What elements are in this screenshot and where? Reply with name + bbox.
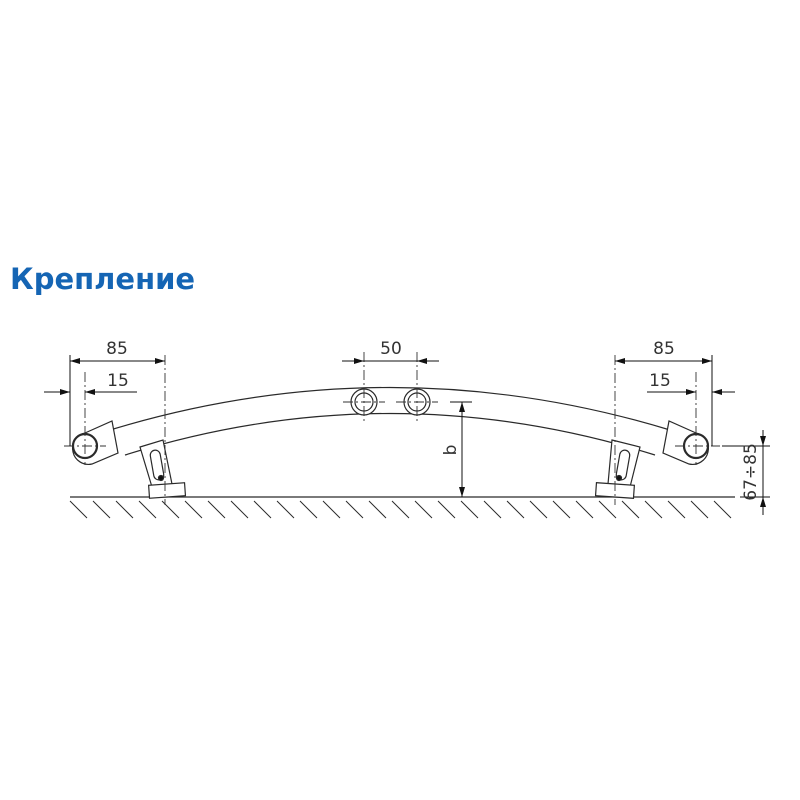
dim-right-85: 85 [653,339,675,359]
arch-tube-bottom [124,412,656,456]
dim-height-b: b [441,445,461,456]
dim-left-85: 85 [106,339,128,359]
arch-tube-top [109,386,671,431]
center-lines [64,352,720,505]
dim-center-50: 50 [380,339,402,359]
right-bracket [594,439,641,499]
wall-hatching [69,500,732,519]
left-bracket [139,439,187,499]
dim-wall-offset: 67÷85 [741,443,761,501]
dim-left-15: 15 [107,371,129,391]
dim-right-15: 15 [649,371,671,391]
page-title: Крепление [10,262,196,296]
